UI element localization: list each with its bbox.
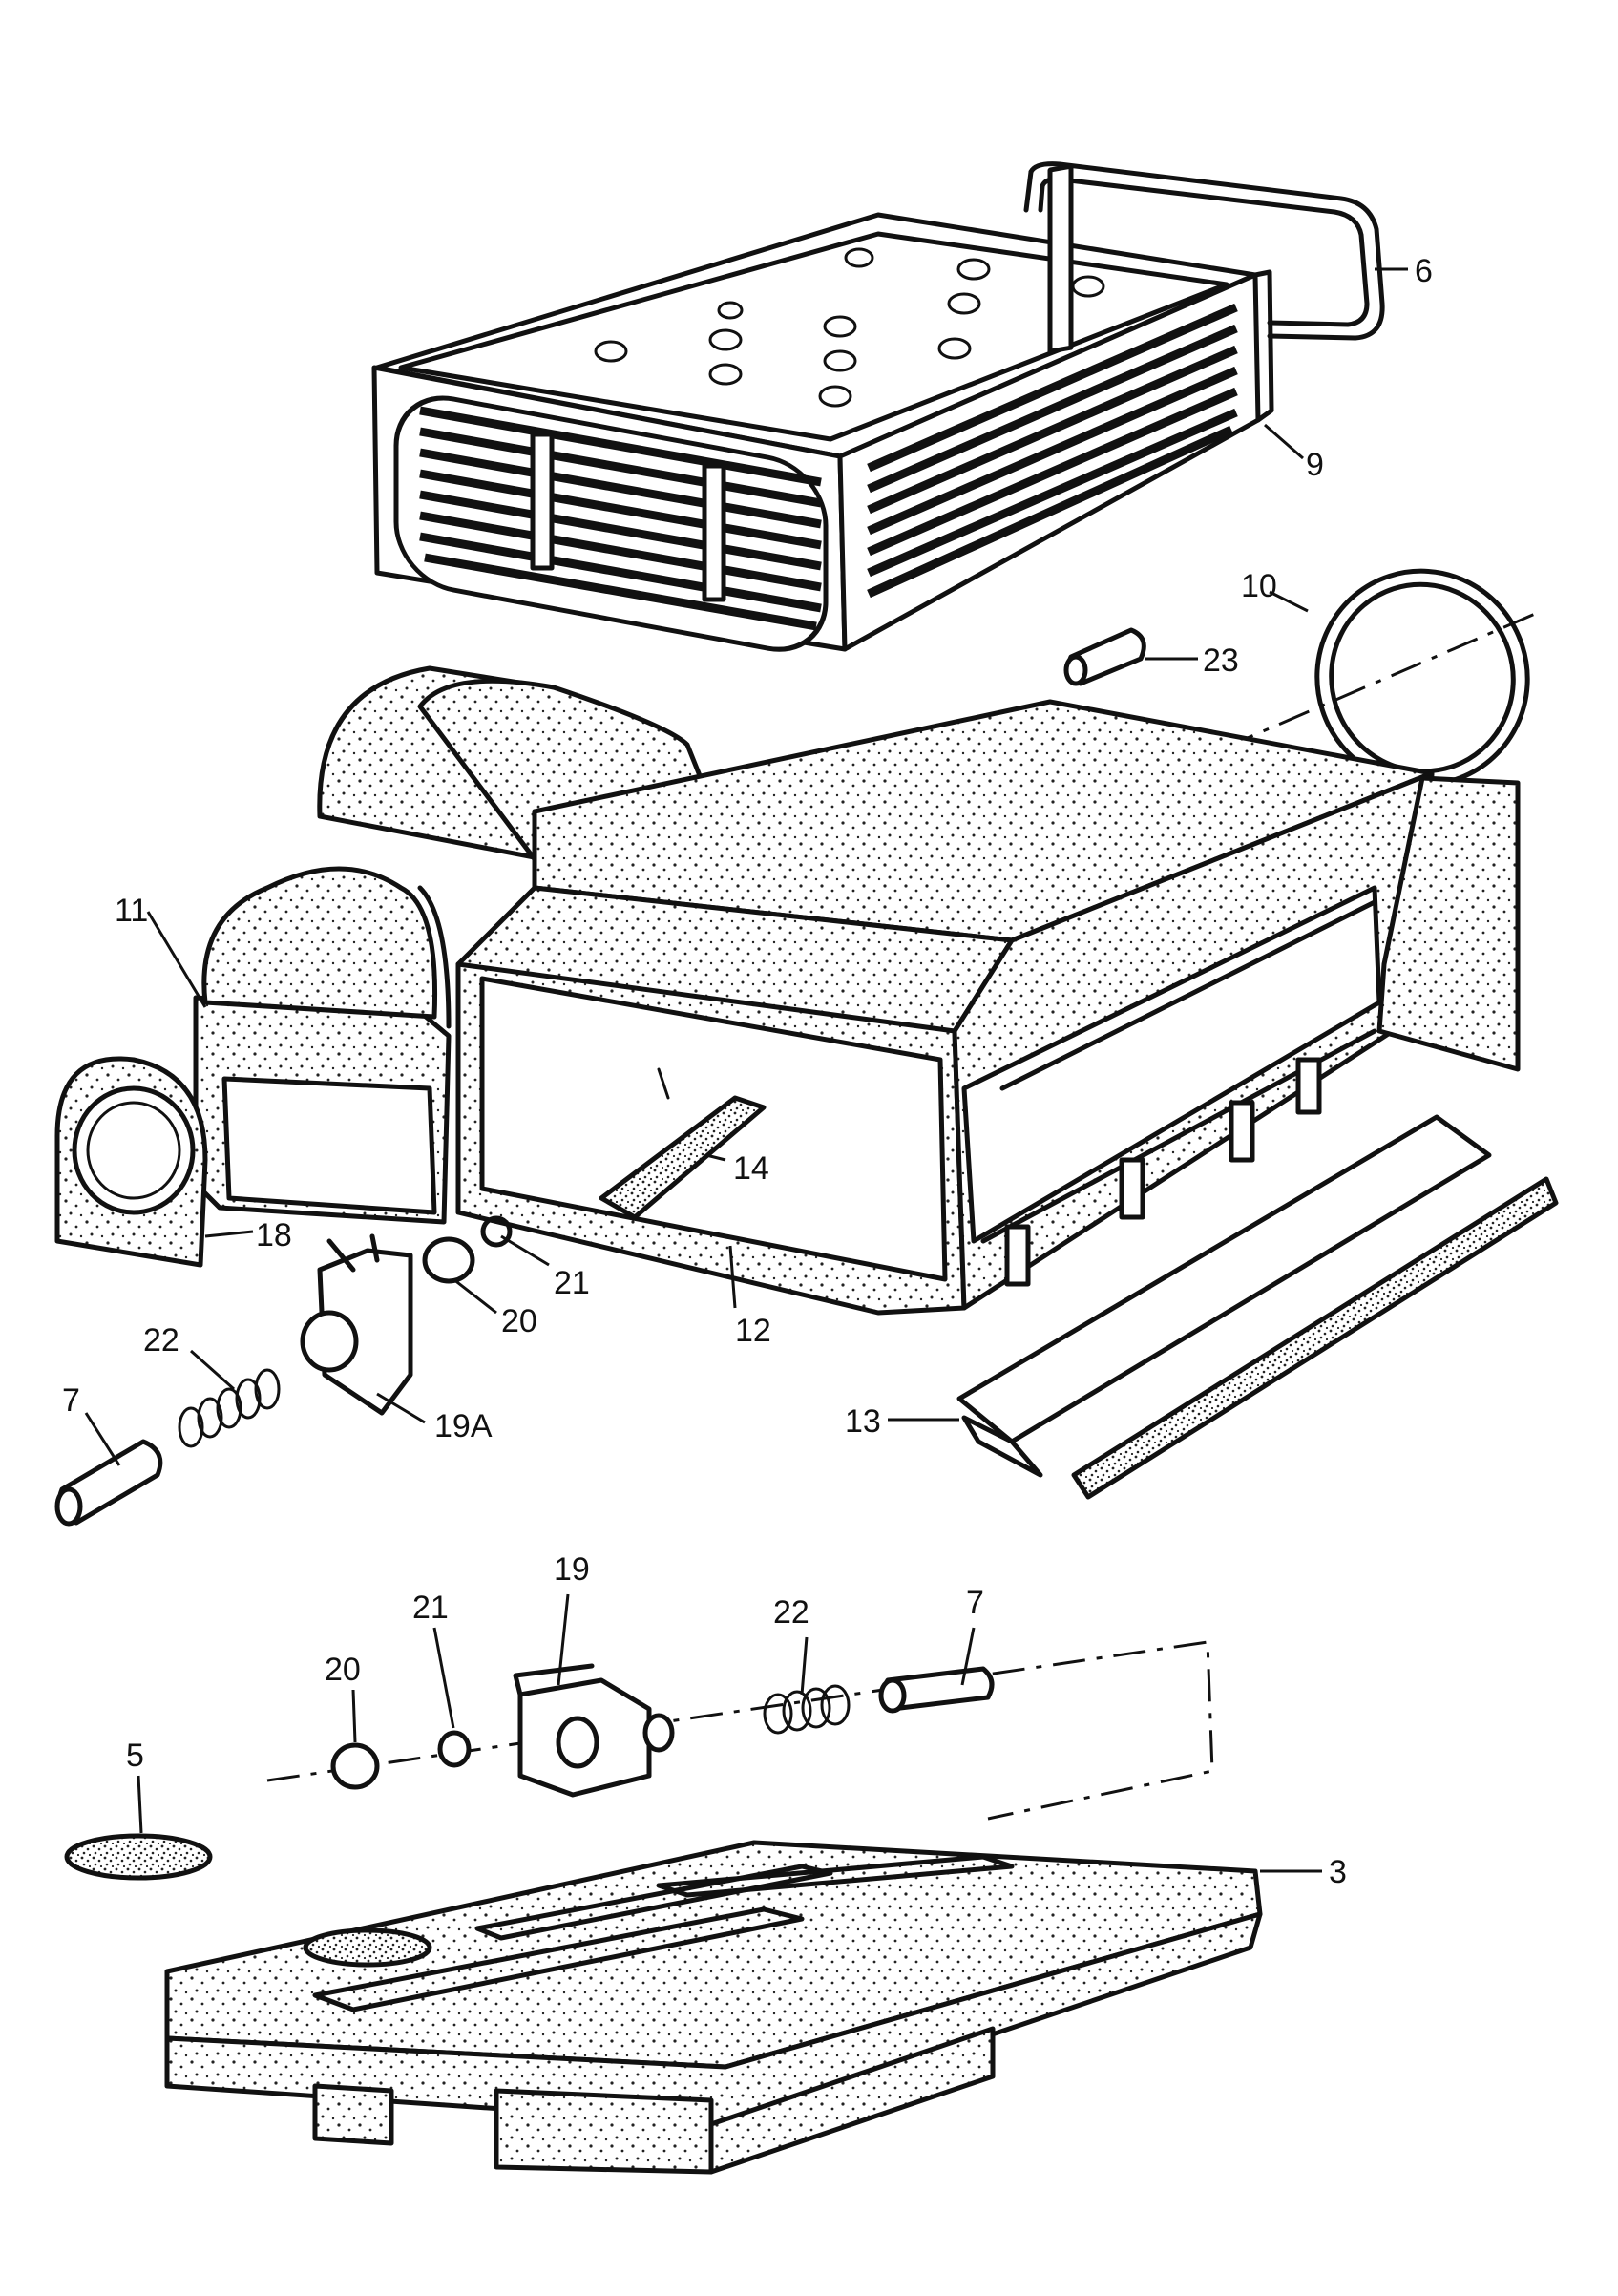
ring-part-21-upper	[480, 1215, 513, 1248]
label-part-10: 10	[1241, 568, 1277, 604]
fan-housing-part-11	[193, 866, 452, 1225]
label-part-21-lower: 21	[412, 1590, 449, 1626]
condenser-part-9	[371, 163, 1274, 652]
valve-part-19A	[317, 1248, 413, 1416]
nozzle-part-18	[54, 1056, 208, 1268]
part-labels: 6 9 10 23 11 18 14 21 20 12 22 19A 7 13 …	[62, 253, 1433, 1890]
disc-part-5	[64, 1833, 213, 1881]
label-part-11: 11	[115, 893, 148, 929]
valve-assembly-lower	[330, 1663, 995, 1798]
plunger-part-7-upper	[54, 1439, 163, 1527]
label-part-5: 5	[126, 1738, 144, 1774]
label-part-23: 23	[1203, 642, 1239, 679]
label-part-6: 6	[1415, 253, 1433, 289]
spring-part-22-upper	[178, 1368, 281, 1448]
rail-strip	[1071, 1176, 1559, 1500]
label-part-14: 14	[733, 1150, 769, 1187]
housing-part-12	[317, 665, 1521, 1316]
valve-assembly-upper	[54, 1215, 513, 1527]
label-part-3: 3	[1329, 1854, 1347, 1890]
label-part-18: 18	[256, 1217, 292, 1253]
label-part-22-lower: 22	[773, 1594, 809, 1631]
label-part-21-upper: 21	[554, 1265, 590, 1301]
filter-strip-part-13	[956, 1114, 1492, 1478]
ring-part-20-upper	[422, 1236, 475, 1284]
grille-part-14	[599, 1095, 767, 1220]
spring-part-22-lower	[763, 1684, 851, 1735]
label-part-12: 12	[735, 1313, 771, 1349]
label-part-22-upper: 22	[143, 1322, 179, 1359]
plunger-part-7-lower	[878, 1666, 995, 1714]
ring-part-21-lower	[437, 1730, 472, 1768]
label-part-9: 9	[1306, 447, 1324, 483]
label-part-19A: 19A	[434, 1408, 493, 1444]
label-part-13: 13	[845, 1403, 881, 1440]
leader-lines	[84, 267, 1408, 1873]
pin-part-23	[1063, 627, 1146, 686]
label-part-7-upper: 7	[62, 1382, 80, 1419]
label-part-20-lower: 20	[325, 1652, 361, 1688]
label-part-19: 19	[554, 1551, 590, 1588]
ring-part-20-lower	[330, 1742, 380, 1790]
label-part-20-upper: 20	[501, 1303, 537, 1339]
label-part-7-lower: 7	[966, 1585, 984, 1621]
base-tray-part-3	[164, 1840, 1263, 2175]
